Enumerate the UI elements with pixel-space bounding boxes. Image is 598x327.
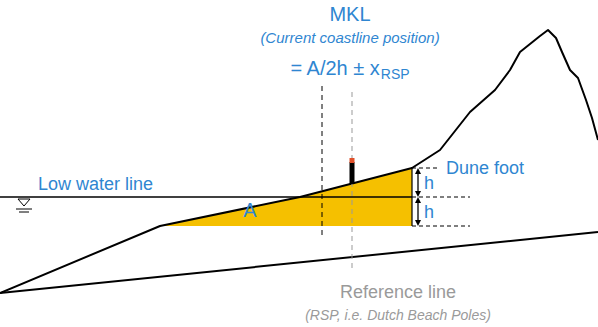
water-line-label: Low water line — [38, 174, 153, 195]
low-water-line — [0, 196, 412, 198]
seabed-line — [0, 232, 598, 293]
dimension-label: h — [424, 173, 434, 194]
water-level-dash — [412, 196, 470, 197]
water-symbol — [16, 199, 32, 212]
lower-level-dash — [412, 225, 470, 226]
heading: MKL — [329, 3, 370, 26]
subheading: (Current coastline position) — [260, 29, 439, 46]
area-label: A — [243, 199, 256, 222]
formula: = A/2h ± x — [290, 57, 379, 80]
reference-label: Reference line — [340, 282, 456, 303]
beach-pole — [350, 162, 355, 184]
area-right-edge — [411, 168, 412, 226]
reference-note: (RSP, i.e. Dutch Beach Poles) — [305, 307, 491, 323]
beach-dune-profile — [0, 30, 598, 293]
dimension-label: h — [424, 202, 434, 223]
dune-foot-label: Dune foot — [446, 158, 524, 179]
h-dimension-arrows — [415, 168, 421, 226]
mkl-line — [322, 86, 323, 238]
beach-pole-top — [350, 158, 355, 163]
formula-subscript: RSP — [381, 66, 410, 82]
dune-foot-level — [412, 167, 440, 168]
